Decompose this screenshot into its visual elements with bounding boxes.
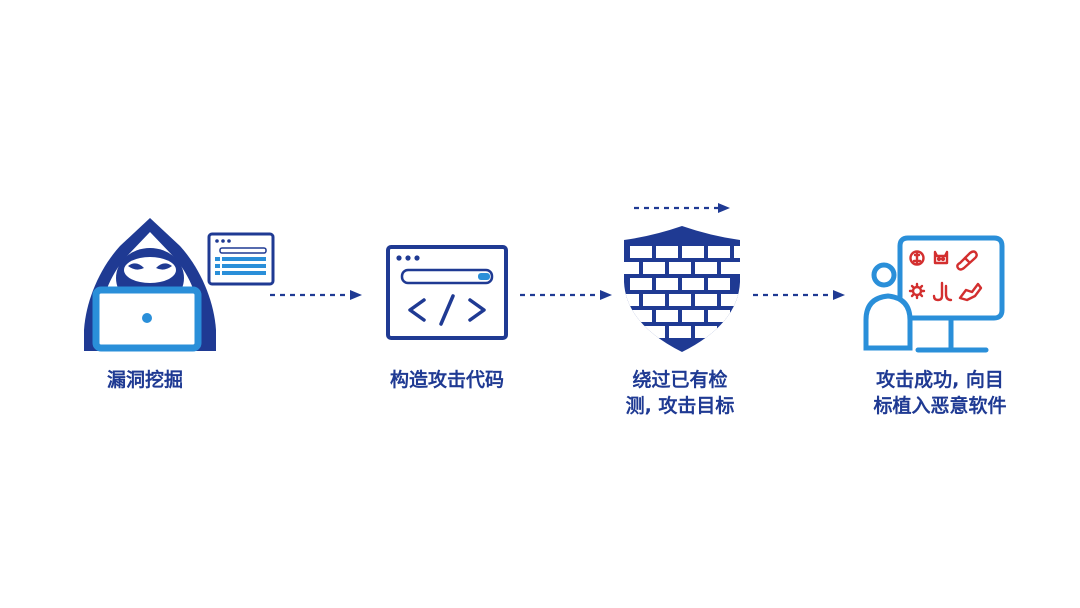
step-label-line: 测, 攻击目标 xyxy=(625,395,735,417)
hacker-illustration xyxy=(84,218,275,352)
code-window-icon xyxy=(386,245,508,340)
step-label-line: 标植入恶意软件 xyxy=(873,395,1007,417)
user-icon xyxy=(863,262,913,351)
infected-computer-illustration xyxy=(863,235,1005,353)
browser-window-icon xyxy=(207,232,275,286)
step-label-line: 漏洞挖掘 xyxy=(106,369,183,391)
step-label-line: 攻击成功, 向目 xyxy=(876,369,1004,391)
dashed-arrow-icon xyxy=(634,203,730,213)
dashed-arrow-3 xyxy=(753,290,845,300)
firewall-shield-icon xyxy=(624,226,740,352)
step-label-implant: 攻击成功, 向目 标植入恶意软件 xyxy=(850,367,1030,419)
code-window-illustration xyxy=(386,245,508,340)
step-label-line: 构造攻击代码 xyxy=(389,369,504,391)
step-label-discover: 漏洞挖掘 xyxy=(70,367,220,393)
dashed-arrow-1 xyxy=(270,290,362,300)
dashed-arrow-2 xyxy=(520,290,612,300)
step-label-bypass: 绕过已有检 测, 攻击目标 xyxy=(605,367,755,419)
laptop-icon xyxy=(92,286,202,352)
malware-icons xyxy=(908,250,983,302)
firewall-illustration xyxy=(624,203,740,352)
step-label-line: 绕过已有检 xyxy=(632,369,728,391)
step-label-craft: 构造攻击代码 xyxy=(372,367,522,393)
